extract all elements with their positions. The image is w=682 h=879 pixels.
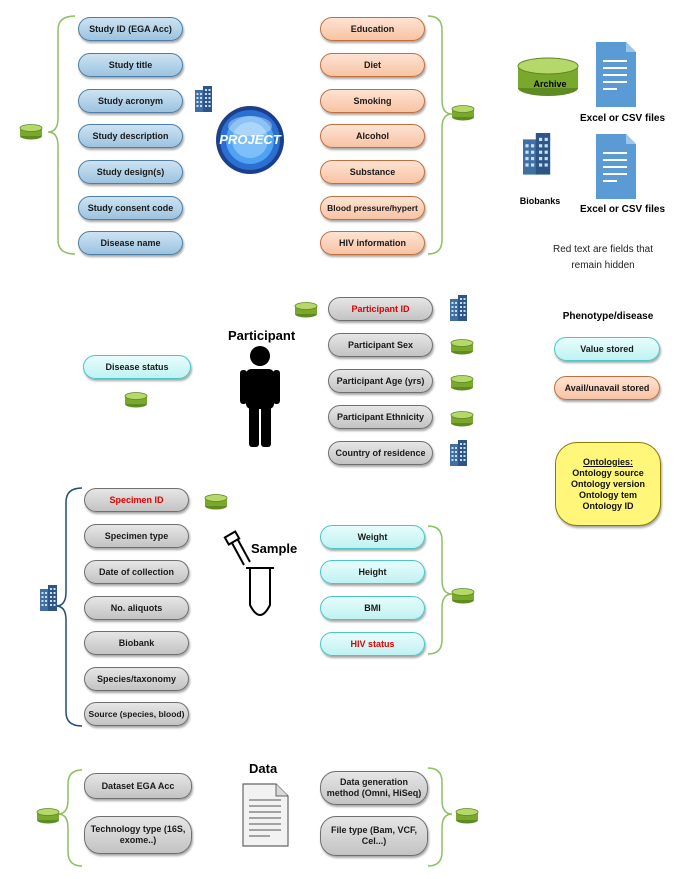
archive-database-icon [517, 57, 579, 96]
field-biobank: Biobank [84, 631, 189, 655]
legend-archive-label: Archive [533, 79, 567, 89]
data-title: Data [249, 761, 278, 776]
building-icon [450, 295, 467, 321]
field-species-taxonomy: Species/taxonomy [84, 667, 189, 691]
field-education: Education [320, 17, 425, 41]
bracket-measures-right [427, 525, 453, 655]
field-smoking: Smoking [320, 89, 425, 113]
person-icon [240, 346, 280, 447]
legend-avail-stored: Avail/unavail stored [554, 376, 660, 400]
bracket-data-right [427, 767, 453, 867]
database-icon [450, 339, 474, 355]
field-study-consent-code: Study consent code [78, 196, 183, 220]
database-icon [451, 588, 475, 604]
database-icon [204, 494, 228, 510]
project-logo-icon [216, 106, 284, 174]
project-logo-text: PROJECT [219, 132, 281, 147]
ontology-line: Ontology ID [582, 500, 634, 511]
field-participant-age: Participant Age (yrs) [328, 369, 433, 393]
legend-phenotype-title: Phenotype/disease [562, 311, 654, 322]
field-study-design: Study design(s) [78, 160, 183, 184]
field-blood-pressure: Blood pressure/hypert [320, 196, 425, 220]
field-disease-name: Disease name [78, 231, 183, 255]
bracket-study-right [427, 15, 453, 255]
participant-title: Participant [228, 328, 296, 343]
ontology-line: Ontology source [572, 467, 644, 478]
field-technology-type: Technology type (16S, exome..) [84, 816, 192, 854]
legend-excel-csv-1: Excel or CSV files [579, 113, 666, 124]
database-icon [455, 808, 479, 824]
database-icon [19, 124, 43, 140]
building-icon [450, 440, 467, 466]
field-study-acronym: Study acronym [78, 89, 183, 113]
field-study-title: Study title [78, 53, 183, 77]
field-data-generation-method: Data generation method (Omni, HiSeq) [320, 771, 428, 805]
field-participant-id: Participant ID [328, 297, 433, 321]
legend-excel-csv-2: Excel or CSV files [579, 204, 666, 215]
ontologies-box: Ontologies: Ontology source Ontology ver… [555, 442, 661, 526]
field-alcohol: Alcohol [320, 124, 425, 148]
bracket-data-left [57, 769, 83, 867]
field-date-of-collection: Date of collection [84, 560, 189, 584]
field-participant-sex: Participant Sex [328, 333, 433, 357]
database-icon [36, 808, 60, 824]
field-source: Source (species, blood) [84, 702, 189, 726]
field-study-id: Study ID (EGA Acc) [78, 17, 183, 41]
database-icon [451, 105, 475, 121]
database-icon [124, 392, 148, 408]
database-icon [450, 375, 474, 391]
file-icon [596, 42, 636, 107]
ontologies-title: Ontologies: [583, 456, 633, 467]
building-icon [195, 86, 212, 112]
field-country-of-residence: Country of residence [328, 441, 433, 465]
field-weight: Weight [320, 525, 425, 549]
sample-tube-icon [223, 530, 274, 616]
legend-value-stored: Value stored [554, 337, 660, 361]
ontology-line: Ontology version [570, 478, 645, 489]
building-icon [40, 585, 57, 611]
file-icon [596, 134, 636, 199]
legend-biobanks-label: Biobanks [519, 196, 561, 206]
field-specimen-id: Specimen ID [84, 488, 189, 512]
database-icon [294, 302, 318, 318]
field-substance: Substance [320, 160, 425, 184]
legend-red-text-note: Red text are fields that remain hidden [552, 244, 654, 271]
biobank-building-icon [523, 133, 551, 175]
database-icon [450, 411, 474, 427]
field-hiv-status: HIV status [320, 632, 425, 656]
document-icon [242, 783, 289, 847]
field-diet: Diet [320, 53, 425, 77]
field-bmi: BMI [320, 596, 425, 620]
bracket-sample-left [55, 487, 83, 727]
field-dataset-ega-acc: Dataset EGA Acc [84, 773, 192, 799]
field-file-type: File type (Bam, VCF, Cel...) [320, 816, 428, 856]
field-specimen-type: Specimen type [84, 524, 189, 548]
sample-title: Sample [251, 541, 298, 556]
field-disease-status: Disease status [83, 355, 191, 379]
ontology-line: Ontology tem [579, 489, 637, 500]
bracket-study-left [47, 15, 76, 255]
field-study-description: Study description [78, 124, 183, 148]
field-height: Height [320, 560, 425, 584]
field-hiv-information: HIV information [320, 231, 425, 255]
field-participant-ethnicity: Participant Ethnicity [328, 405, 433, 429]
field-no-aliquots: No. aliquots [84, 596, 189, 620]
